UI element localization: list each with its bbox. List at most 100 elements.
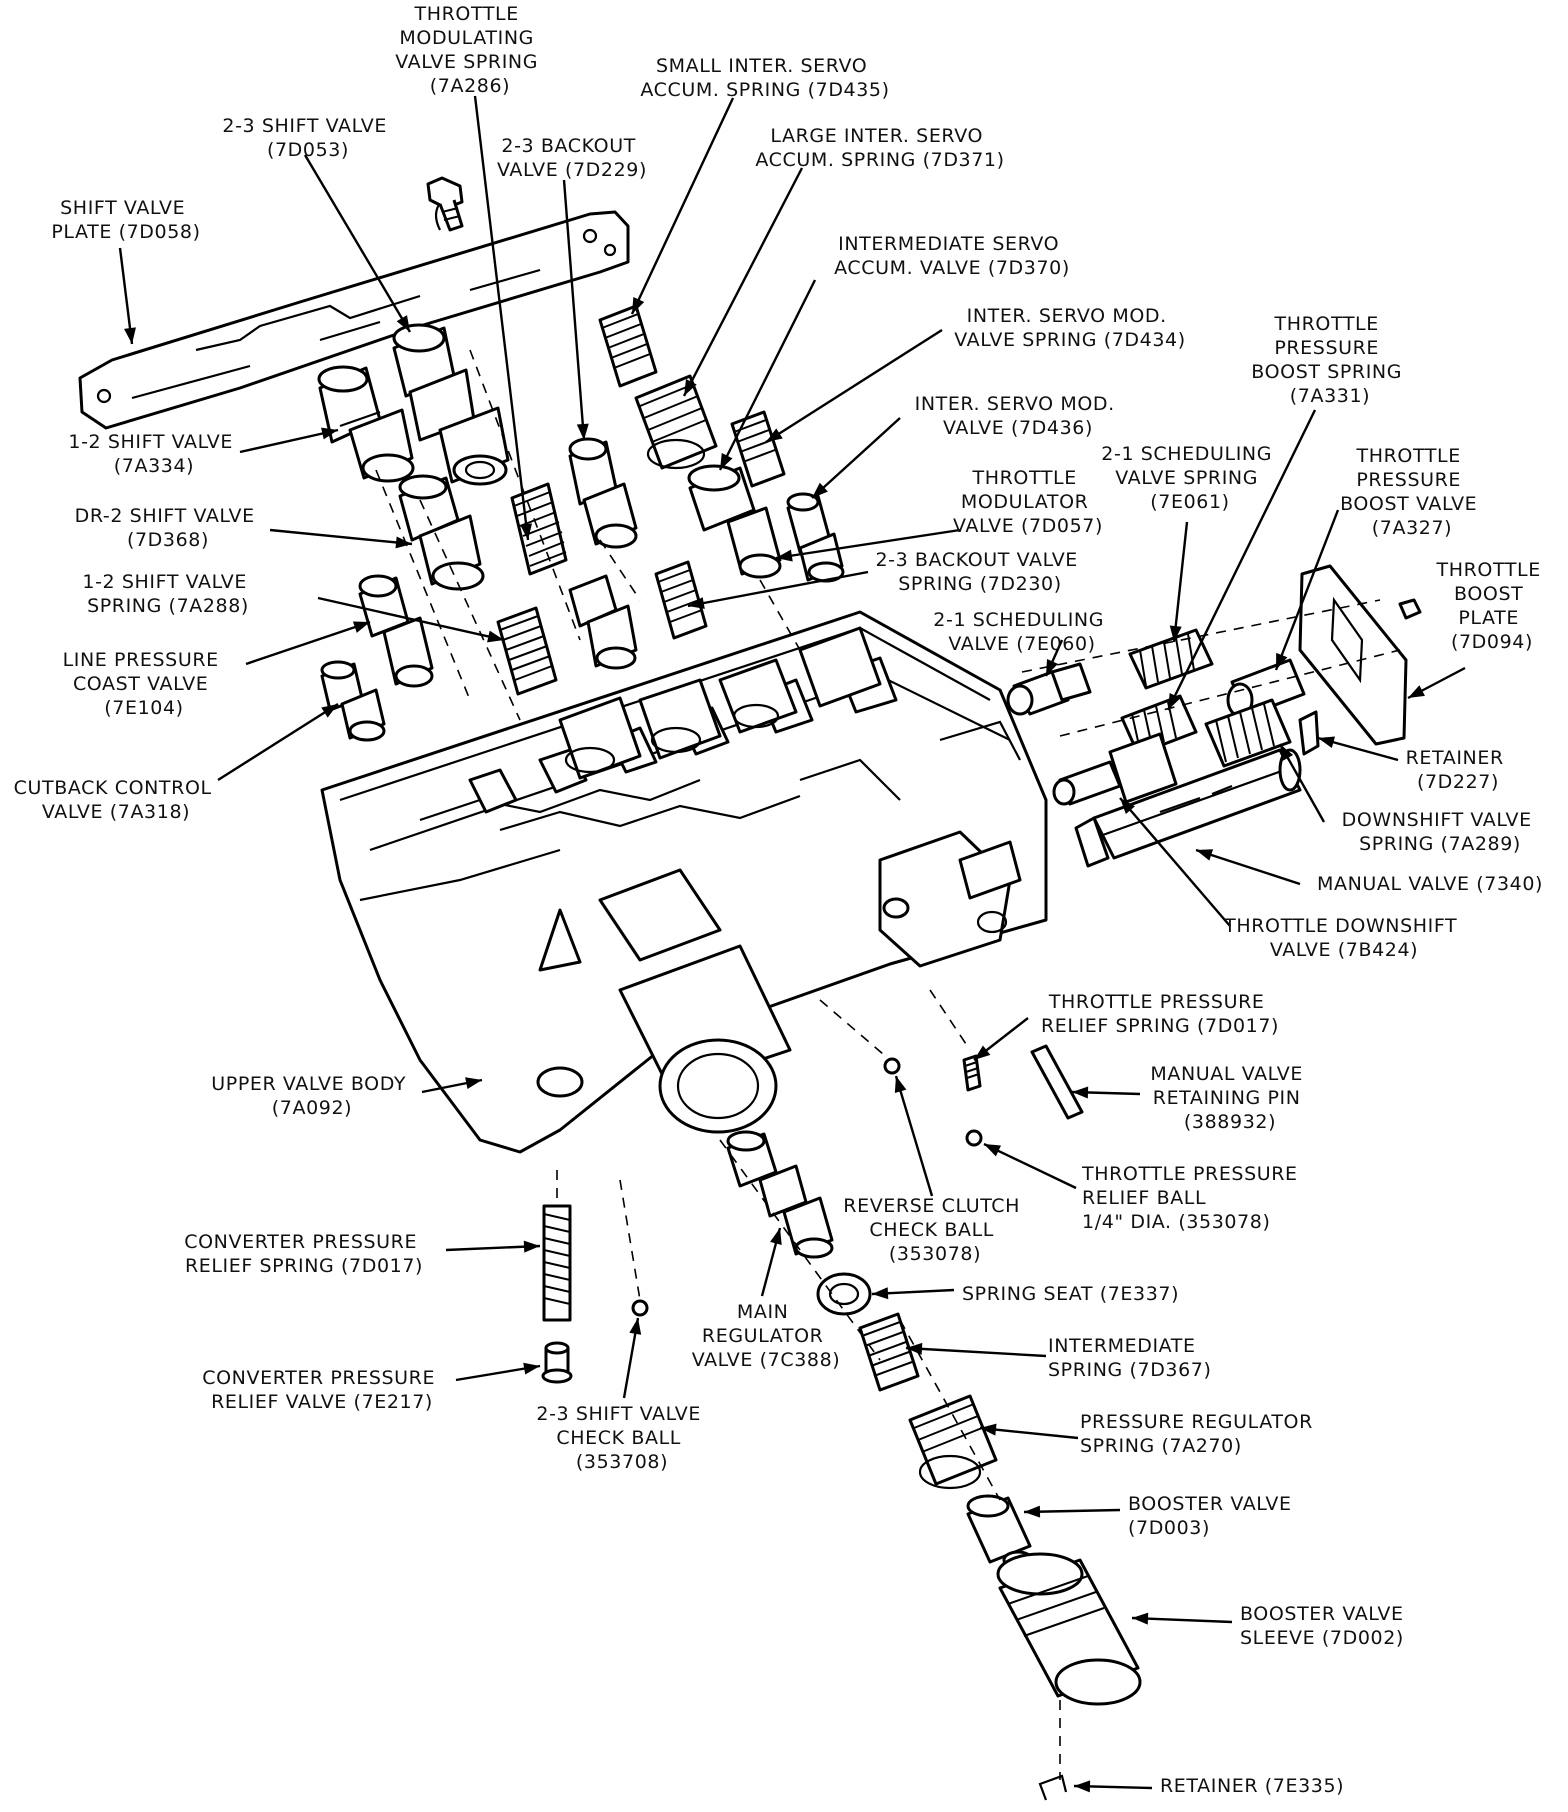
leader-booster-valve — [1023, 1508, 1121, 1514]
label-intermediate-spring: INTERMEDIATE SPRING (7D367) — [1048, 1335, 1212, 1381]
label-dr-2-shift-valve: DR-2 SHIFT VALVE (7D368) — [75, 505, 262, 551]
small-servo-spring-drawing — [598, 304, 658, 388]
leader-booster-valve-arrowhead — [1024, 1505, 1041, 1518]
manual-valve-drawing — [1074, 748, 1302, 868]
label-scheduling-2-1-valve: 2-1 SCHEDULING VALVE (7E060) — [933, 609, 1110, 655]
inter-servo-mod-spring-drawing — [730, 410, 786, 488]
leader-reverse-clutch-check-ball — [894, 1075, 934, 1197]
label-downshift-valve-spring: DOWNSHIFT VALVE SPRING (7A289) — [1342, 809, 1539, 855]
label-throttle-downshift-valve: THROTTLE DOWNSHIFT VALVE (7B424) — [1223, 915, 1464, 961]
leader-inter-servo-mod-valve — [811, 417, 901, 499]
booster-valve-drawing — [966, 1494, 1034, 1570]
leader-converter-pressure-relief-spring-arrowhead — [523, 1240, 540, 1253]
label-throttle-modulating-valve-spring: THROTTLE MODULATING VALVE SPRING (7A286) — [395, 3, 544, 97]
label-inter-servo-mod-valve: INTER. SERVO MOD. VALVE (7D436) — [915, 393, 1122, 439]
booster-valve-sleeve-drawing — [996, 1552, 1142, 1706]
label-throttle-pressure-relief-spring: THROTTLE PRESSURE RELIEF SPRING (7D017) — [1041, 991, 1279, 1037]
leader-manual-valve — [1195, 848, 1301, 886]
label-throttle-pressure-boost-valve: THROTTLE PRESSURE BOOST VALVE (7A327) — [1340, 445, 1484, 539]
leader-backout-2-3-valve-arrowhead — [576, 423, 589, 440]
leader-pressure-regulator-spring — [979, 1426, 1079, 1440]
leader-throttle-modulating-valve-spring-arrowhead — [520, 523, 533, 540]
backout-2-3-valve-drawing — [568, 437, 638, 549]
leader-intermediate-spring-arrowhead — [906, 1342, 923, 1355]
downshift-valve-spring-drawing — [1204, 698, 1292, 768]
retainer-7e335-drawing — [1038, 1774, 1068, 1801]
leader-scheduling-2-1-valve-spring — [1172, 521, 1189, 643]
label-booster-valve-sleeve: BOOSTER VALVE SLEEVE (7D002) — [1240, 1603, 1410, 1649]
leader-shift-2-3-valve-check-ball-arrowhead — [629, 1318, 642, 1335]
leader-inter-servo-mod-valve-spring — [765, 328, 943, 444]
leader-throttle-pressure-boost-spring-arrowhead — [1168, 692, 1181, 710]
leader-throttle-pressure-boost-valve-arrowhead — [1276, 652, 1288, 670]
scheduling-2-1-valve-drawing — [1006, 662, 1092, 716]
leader-inter-servo-mod-valve-spring-arrowhead — [766, 428, 783, 442]
leader-throttle-boost-plate-arrowhead — [1408, 685, 1425, 698]
label-spring-seat: SPRING SEAT (7E337) — [962, 1283, 1179, 1305]
relief-spring-and-pin-drawing — [962, 1044, 1084, 1120]
leader-arrowheads — [124, 296, 1425, 1793]
dr-2-shift-valve-drawing — [398, 474, 485, 591]
leader-line-pressure-coast-valve-arrowhead — [352, 621, 370, 633]
leader-line-pressure-coast-valve — [245, 620, 371, 666]
leader-manual-valve-retaining-pin-arrowhead — [1072, 1086, 1089, 1099]
label-upper-valve-body: UPPER VALVE BODY (7A092) — [211, 1073, 412, 1119]
upper-valve-body-drawing — [320, 610, 1048, 1154]
leader-backout-2-3-valve — [562, 179, 586, 441]
leader-reverse-clutch-check-ball-arrowhead — [894, 1076, 907, 1094]
label-shift-2-3-valve-check-ball: 2-3 SHIFT VALVE CHECK BALL (353708) — [536, 1403, 707, 1473]
label-shift-2-3-valve: 2-3 SHIFT VALVE (7D053) — [222, 115, 393, 161]
leader-backout-2-3-valve-spring-arrowhead — [688, 597, 705, 609]
backout-2-3-valve-lower-drawing — [568, 574, 638, 670]
shift-1-2-valve-drawing — [317, 365, 415, 483]
label-throttle-pressure-boost-spring: THROTTLE PRESSURE BOOST SPRING (7A331) — [1251, 313, 1408, 407]
leader-throttle-pressure-relief-ball — [983, 1142, 1077, 1190]
parts-artwork — [78, 176, 1422, 1801]
label-shift-1-2-valve: 1-2 SHIFT VALVE (7A334) — [68, 431, 239, 477]
spring-seat-drawing — [816, 1272, 872, 1316]
leader-intermediate-servo-accum-valve-arrowhead — [720, 453, 733, 470]
label-large-inter-servo-accum-spring: LARGE INTER. SERVO ACCUM. SPRING (7D371) — [755, 125, 1004, 171]
label-main-regulator-valve: MAIN REGULATOR VALVE (7C388) — [692, 1301, 841, 1371]
pressure-regulator-spring-drawing — [908, 1394, 998, 1490]
inter-servo-mod-valve-drawing — [786, 492, 845, 583]
leader-booster-valve-sleeve — [1131, 1616, 1233, 1624]
leader-retainer-7e335-arrowhead — [1074, 1780, 1091, 1793]
leader-shift-valve-plate-arrowhead — [124, 327, 136, 344]
label-reverse-clutch-check-ball: REVERSE CLUTCH CHECK BALL (353078) — [843, 1195, 1026, 1265]
label-scheduling-2-1-valve-spring: 2-1 SCHEDULING VALVE SPRING (7E061) — [1101, 443, 1278, 513]
leader-throttle-pressure-relief-spring-arrowhead — [974, 1045, 991, 1060]
shift-1-2-spring-drawing — [496, 606, 558, 696]
leader-backout-2-3-valve-spring — [687, 570, 869, 608]
leader-cutback-control-valve-arrowhead — [321, 704, 338, 718]
leader-scheduling-2-1-valve-arrowhead — [1046, 658, 1058, 676]
reverse-clutch-check-ball-drawing — [883, 1057, 901, 1075]
label-manual-valve: MANUAL VALVE (7340) — [1317, 873, 1543, 895]
leader-shift-1-2-valve — [239, 428, 339, 454]
label-retainer-7e335: RETAINER (7E335) — [1160, 1775, 1344, 1797]
leader-retainer-7d227-arrowhead — [1318, 736, 1336, 749]
leader-dr-2-shift-valve — [269, 528, 413, 546]
converter-relief-spring-drawing — [542, 1204, 572, 1322]
leader-small-inter-servo-accum-spring-arrowhead — [632, 296, 645, 314]
throttle-modulating-spring-drawing — [510, 482, 568, 576]
callout-labels: THROTTLE MODULATING VALVE SPRING (7A286)… — [14, 3, 1543, 1797]
leader-throttle-modulating-valve-spring — [473, 95, 530, 541]
leader-intermediate-servo-accum-valve — [718, 279, 817, 471]
leader-intermediate-spring — [905, 1346, 1047, 1358]
assembly-centerlines — [375, 349, 1401, 1780]
intermediate-servo-valve-drawing — [687, 464, 782, 579]
label-inter-servo-mod-valve-spring: INTER. SERVO MOD. VALVE SPRING (7D434) — [954, 305, 1185, 351]
cutback-control-valve-drawing — [320, 660, 386, 742]
throttle-pressure-relief-ball-drawing — [965, 1129, 983, 1147]
leader-shift-2-3-valve-arrowhead — [396, 315, 410, 332]
leader-large-inter-servo-accum-spring — [682, 167, 804, 397]
leader-throttle-modulator-valve — [775, 528, 961, 560]
leader-upper-valve-body-arrowhead — [465, 1077, 482, 1090]
leader-manual-valve-arrowhead — [1196, 849, 1214, 861]
throttle-downshift-valve-drawing — [1052, 732, 1178, 806]
leader-throttle-pressure-relief-ball-arrowhead — [984, 1144, 1002, 1157]
label-retainer-7d227: RETAINER (7D227) — [1406, 747, 1511, 793]
leader-dr-2-shift-valve-arrowhead — [395, 536, 412, 549]
